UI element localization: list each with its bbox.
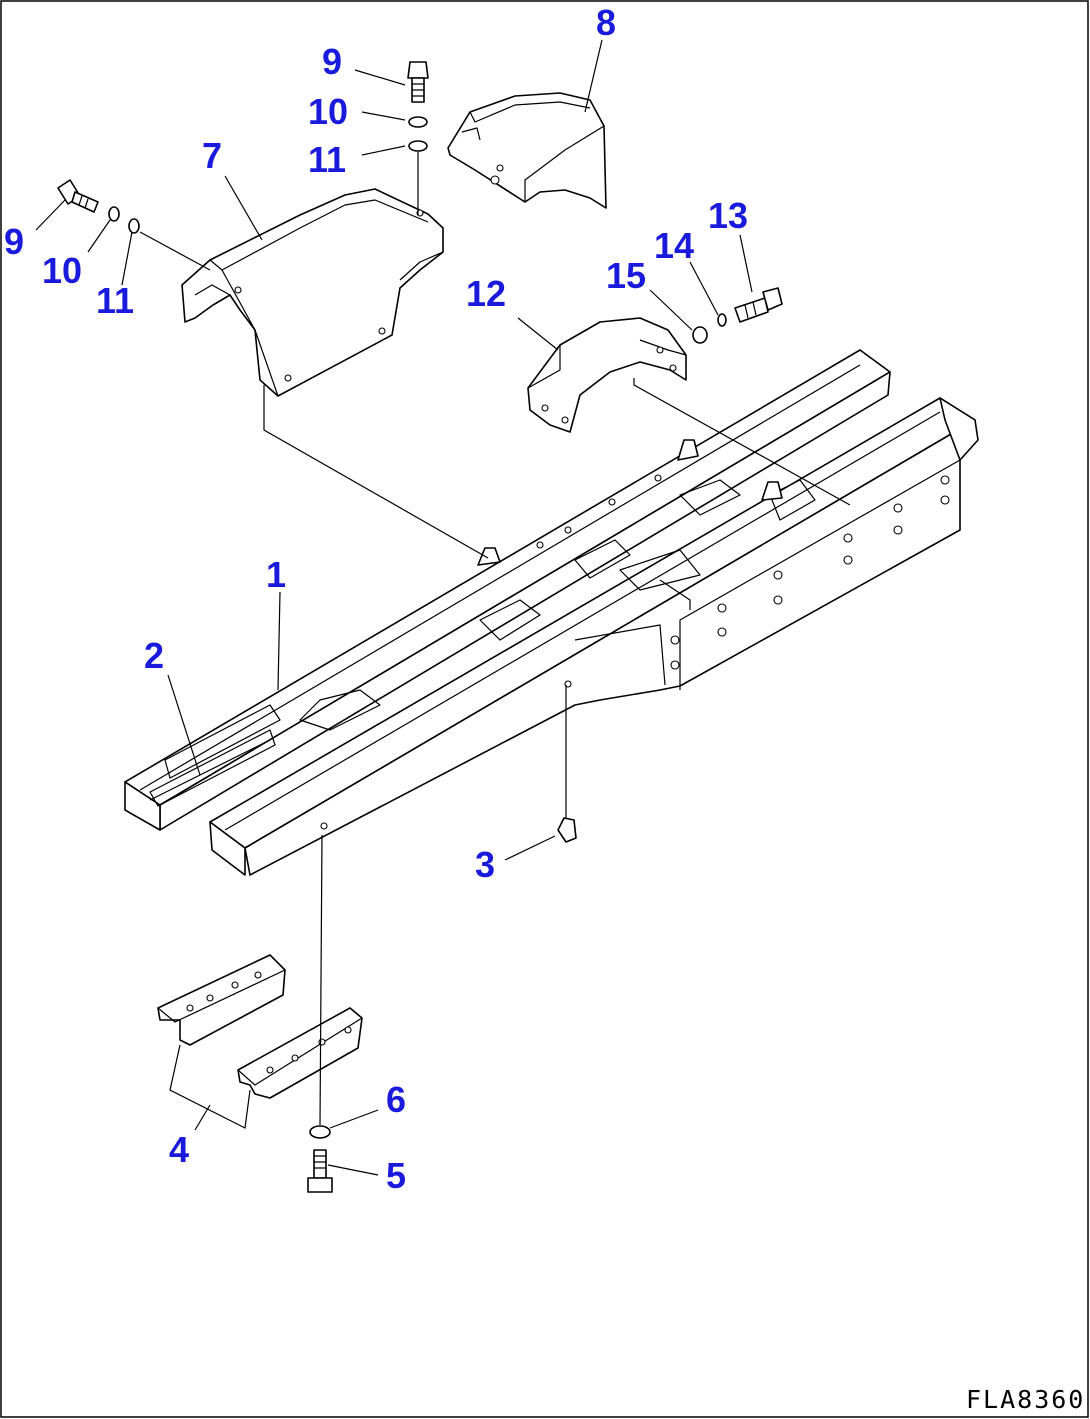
part-14-washer	[717, 313, 727, 327]
callout-9-left: 9	[4, 221, 24, 262]
part-1-track-frame	[124, 349, 979, 876]
part-4-brackets	[157, 954, 363, 1129]
callout-3: 3	[475, 844, 495, 885]
part-9-bolt-upper	[407, 61, 429, 103]
part-13-bolt	[734, 287, 783, 323]
part-10-washer-left	[108, 206, 120, 222]
drawing-code: FLA8360	[966, 1385, 1085, 1414]
callout-11-left: 11	[96, 280, 134, 321]
callout-9-upper: 9	[322, 41, 342, 82]
callout-5: 5	[386, 1155, 406, 1196]
callout-13: 13	[708, 195, 748, 236]
part-11-washer-left	[128, 218, 140, 234]
callout-10-upper: 10	[308, 91, 348, 132]
callout-11-upper: 11	[308, 139, 346, 180]
part-7-cover	[181, 188, 444, 397]
part-3-cap	[557, 817, 577, 843]
callout-1: 1	[266, 554, 286, 595]
callout-labels: 1 2 3 4 5 6 7 8 9 10 11 9 10 11 12 13 14…	[4, 2, 748, 1196]
part-15-washer	[692, 326, 708, 344]
callout-15: 15	[606, 255, 646, 296]
callout-4: 4	[169, 1129, 189, 1170]
part-11-washer-upper	[408, 140, 428, 152]
part-6-washer	[309, 1125, 331, 1139]
part-2-plate	[149, 729, 276, 807]
part-9-bolt-left	[57, 179, 99, 213]
callout-8: 8	[596, 2, 616, 43]
callout-12: 12	[466, 273, 506, 314]
callout-14: 14	[654, 225, 694, 266]
callout-7: 7	[202, 135, 222, 176]
part-5-bolt	[307, 1149, 333, 1193]
leader-lines	[35, 39, 851, 1176]
part-12-bracket	[527, 317, 687, 433]
callout-10-left: 10	[42, 250, 82, 291]
part-8-cover	[447, 92, 607, 209]
part-10-washer-upper	[408, 116, 428, 128]
callout-2: 2	[144, 635, 164, 676]
callout-6: 6	[386, 1079, 406, 1120]
